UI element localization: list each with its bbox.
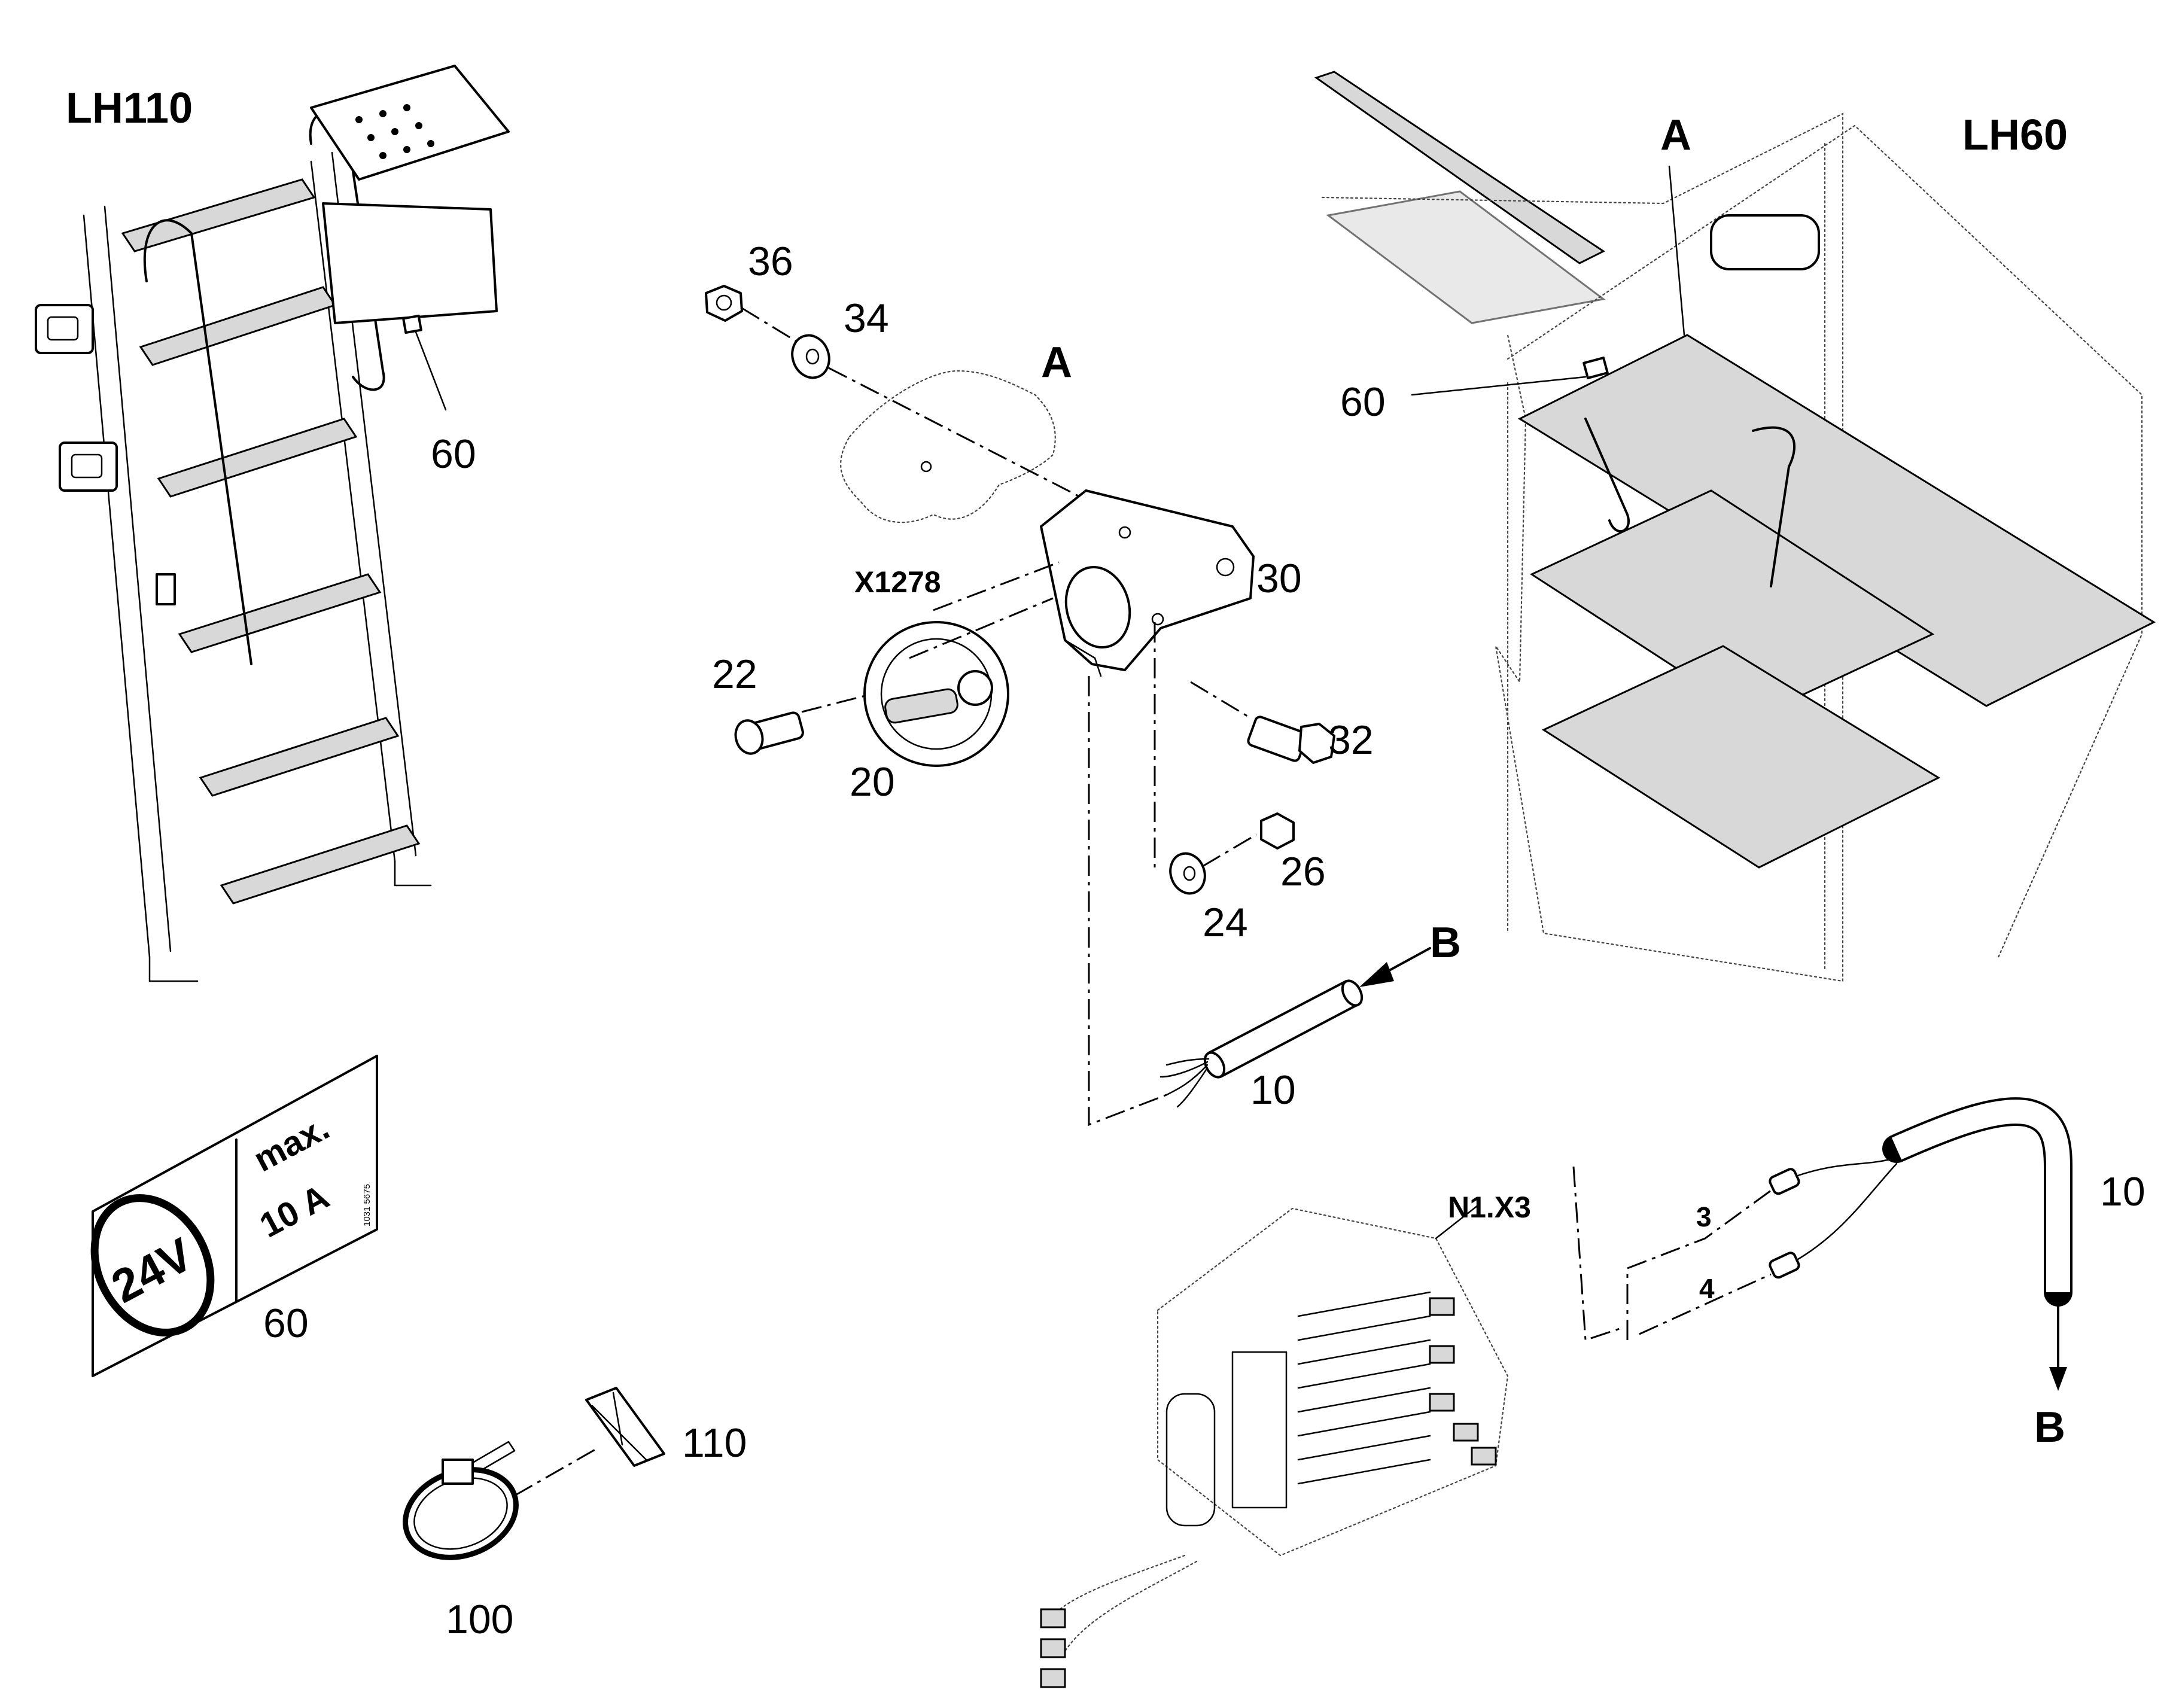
callout-60-steps: 60 [1340, 379, 1386, 425]
callout-100: 100 [446, 1597, 513, 1642]
variant-label-lh110: LH110 [66, 84, 193, 132]
view-a-label-lh60: A [1660, 111, 1691, 159]
cable-end-b-label: B [1430, 919, 1461, 967]
view-a-label-socket: A [1041, 339, 1072, 386]
cable-end-b-label-harness: B [2034, 1403, 2065, 1451]
callout-24: 24 [1203, 900, 1248, 945]
ladder-rungs [121, 178, 421, 905]
steps-lh60-illustration [1314, 71, 2156, 982]
cable-tie-and-base [403, 1387, 665, 1560]
callout-26: 26 [1280, 849, 1326, 894]
callout-110: 110 [682, 1420, 747, 1466]
socket-connector-label: X1278 [854, 565, 941, 599]
callout-20: 20 [850, 759, 895, 805]
callout-10-harness: 10 [2100, 1169, 2145, 1214]
control-unit-illustration [1040, 1166, 1622, 1688]
callout-32: 32 [1328, 717, 1374, 763]
wiring-harness-right [1626, 1097, 2073, 1391]
callout-30: 30 [1256, 556, 1302, 601]
callout-22: 22 [712, 651, 757, 697]
decal-24v-10a [90, 1055, 378, 1377]
control-unit-connector-label: N1.X3 [1448, 1191, 1531, 1224]
decal-code: 1031 5675 [362, 1184, 372, 1226]
callout-60-decal: 60 [263, 1301, 309, 1346]
callout-34: 34 [844, 296, 889, 341]
wire-4-label: 4 [1699, 1273, 1715, 1304]
callout-10-cable: 10 [1250, 1067, 1296, 1113]
callout-60-ladder: 60 [431, 431, 476, 477]
ladder-lh110-illustration [35, 65, 510, 982]
socket-assembly-illustration [705, 285, 1431, 1127]
callout-36: 36 [748, 239, 793, 284]
wire-3-label: 3 [1696, 1201, 1712, 1232]
variant-label-lh60: LH60 [1962, 111, 2068, 159]
